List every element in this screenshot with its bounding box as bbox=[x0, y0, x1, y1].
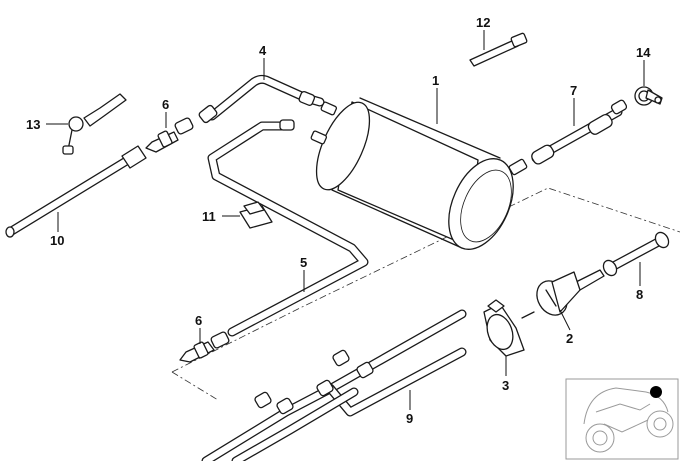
callout-6-lower: 6 bbox=[195, 313, 202, 328]
fuel-canister[interactable] bbox=[306, 95, 528, 259]
callout-6-upper: 6 bbox=[162, 97, 169, 112]
cable-tie[interactable] bbox=[469, 32, 528, 67]
callout-4: 4 bbox=[259, 43, 267, 58]
hose-clamp-strap[interactable] bbox=[62, 93, 127, 155]
hose-connector-upper[interactable] bbox=[145, 117, 194, 153]
hose-filter[interactable] bbox=[575, 230, 671, 291]
hose-lower-network[interactable] bbox=[201, 309, 467, 461]
leader-lines bbox=[46, 30, 645, 410]
callout-1: 1 bbox=[432, 73, 439, 88]
callout-14: 14 bbox=[636, 45, 651, 60]
callout-3: 3 bbox=[502, 378, 509, 393]
hose-short-right[interactable] bbox=[530, 99, 628, 166]
callout-10: 10 bbox=[50, 233, 64, 248]
hose-upper-bent[interactable] bbox=[198, 74, 325, 124]
fuel-filter[interactable] bbox=[521, 271, 581, 321]
assembly-boundary bbox=[171, 187, 680, 401]
hose-long-bent[interactable] bbox=[207, 119, 369, 337]
callout-7: 7 bbox=[570, 83, 577, 98]
hose-clip[interactable] bbox=[239, 201, 273, 229]
callout-8: 8 bbox=[636, 287, 643, 302]
callout-12: 12 bbox=[476, 15, 490, 30]
motorcycle-icon bbox=[583, 387, 674, 453]
hose-clamp-lower[interactable] bbox=[483, 299, 525, 357]
location-marker-icon bbox=[650, 386, 662, 398]
callout-2: 2 bbox=[566, 331, 573, 346]
hose-connector-lower[interactable] bbox=[179, 331, 230, 363]
hose-left-long[interactable] bbox=[5, 145, 147, 238]
motorcycle-thumbnail[interactable] bbox=[565, 378, 679, 460]
callout-13: 13 bbox=[26, 117, 40, 132]
callout-5: 5 bbox=[300, 255, 307, 270]
callout-11: 11 bbox=[202, 209, 216, 224]
callouts: 1 2 3 4 5 6 6 7 8 9 10 11 12 13 14 bbox=[26, 15, 651, 426]
hose-clamp-right[interactable] bbox=[634, 86, 663, 106]
callout-9: 9 bbox=[406, 411, 413, 426]
